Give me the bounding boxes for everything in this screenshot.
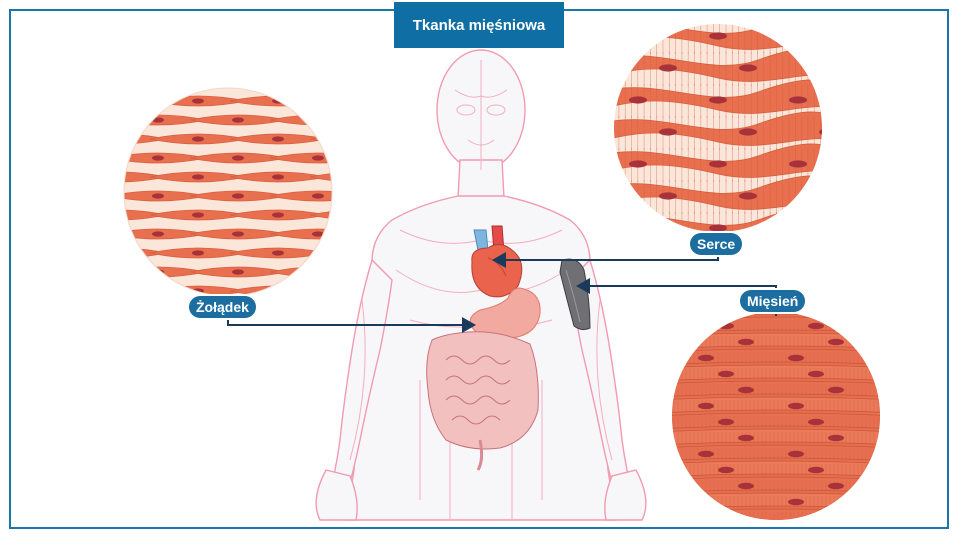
cell-nucleus [192,212,204,218]
cell-nucleus [828,434,844,442]
cell-nucleus [152,231,164,237]
cell-nucleus [192,98,204,104]
cell-nucleus [789,160,807,168]
cell-nucleus [828,386,844,394]
cell-nucleus [232,193,244,199]
cell-nucleus [718,466,734,474]
cell-nucleus [0,193,4,198]
skeletal-muscle-fiber [672,396,880,414]
cell-nucleus [739,128,757,136]
cell-nucleus [0,231,4,236]
cell-nucleus [152,155,164,161]
cell-nucleus [312,231,324,237]
cell-nucleus [738,386,754,394]
cell-nucleus [738,338,754,346]
cell-nucleus [629,96,647,104]
cell-nucleus [739,192,757,200]
diagram-title: Tkanka mięśniowa [394,2,564,48]
diagram-border [9,9,949,529]
cell-nucleus [192,136,204,142]
cell-nucleus [718,418,734,426]
cell-nucleus [709,224,727,232]
cell-nucleus [698,402,714,410]
cardiac-muscle-fiber [614,79,822,114]
cell-nucleus [709,96,727,104]
skeletal-muscle-fiber [672,460,880,478]
cell-nucleus [659,64,677,72]
cell-nucleus [0,79,4,84]
skeletal-muscle-fiber [672,348,880,366]
cell-nucleus [828,482,844,490]
cell-nucleus [698,354,714,362]
cell-nucleus [788,354,804,362]
cell-nucleus [788,498,804,506]
cell-nucleus [232,117,244,123]
cell-nucleus [0,269,4,274]
cell-nucleus [808,322,824,330]
cell-nucleus [312,193,324,199]
cell-nucleus [0,155,4,160]
skeletal-muscle-fiber [672,444,880,462]
cell-nucleus [0,117,4,122]
cell-nucleus [828,338,844,346]
label-heart: Serce [690,233,743,255]
cell-nucleus [232,231,244,237]
cell-nucleus [808,466,824,474]
arm-muscle-highlight [559,258,591,331]
cell-nucleus [272,136,284,142]
cell-nucleus [709,160,727,168]
label-stomach: Żołądek [189,296,256,318]
intestines-organ [426,331,539,471]
cell-nucleus [152,193,164,199]
cell-nucleus [788,402,804,410]
cell-nucleus [789,96,807,104]
cell-nucleus [272,212,284,218]
cell-nucleus [808,418,824,426]
cardiac-muscle-fiber [614,143,822,178]
cell-nucleus [788,450,804,458]
cell-nucleus [272,174,284,180]
cell-nucleus [232,269,244,275]
skeletal-muscle-fiber [672,364,880,382]
left-hand [315,469,358,521]
cell-nucleus [659,192,677,200]
cell-nucleus [192,174,204,180]
cell-nucleus [232,155,244,161]
cell-nucleus [709,32,727,40]
cell-nucleus [312,155,324,161]
cell-nucleus [629,160,647,168]
cell-nucleus [152,117,164,123]
cell-nucleus [808,370,824,378]
cell-nucleus [738,434,754,442]
label-muscle: Mięsień [740,290,806,312]
cell-nucleus [739,64,757,72]
cell-nucleus [698,450,714,458]
skeletal-muscle-fiber [672,412,880,430]
cell-nucleus [272,250,284,256]
cell-nucleus [192,250,204,256]
right-hand [604,469,647,521]
cell-nucleus [718,370,734,378]
cell-nucleus [659,128,677,136]
cell-nucleus [738,482,754,490]
